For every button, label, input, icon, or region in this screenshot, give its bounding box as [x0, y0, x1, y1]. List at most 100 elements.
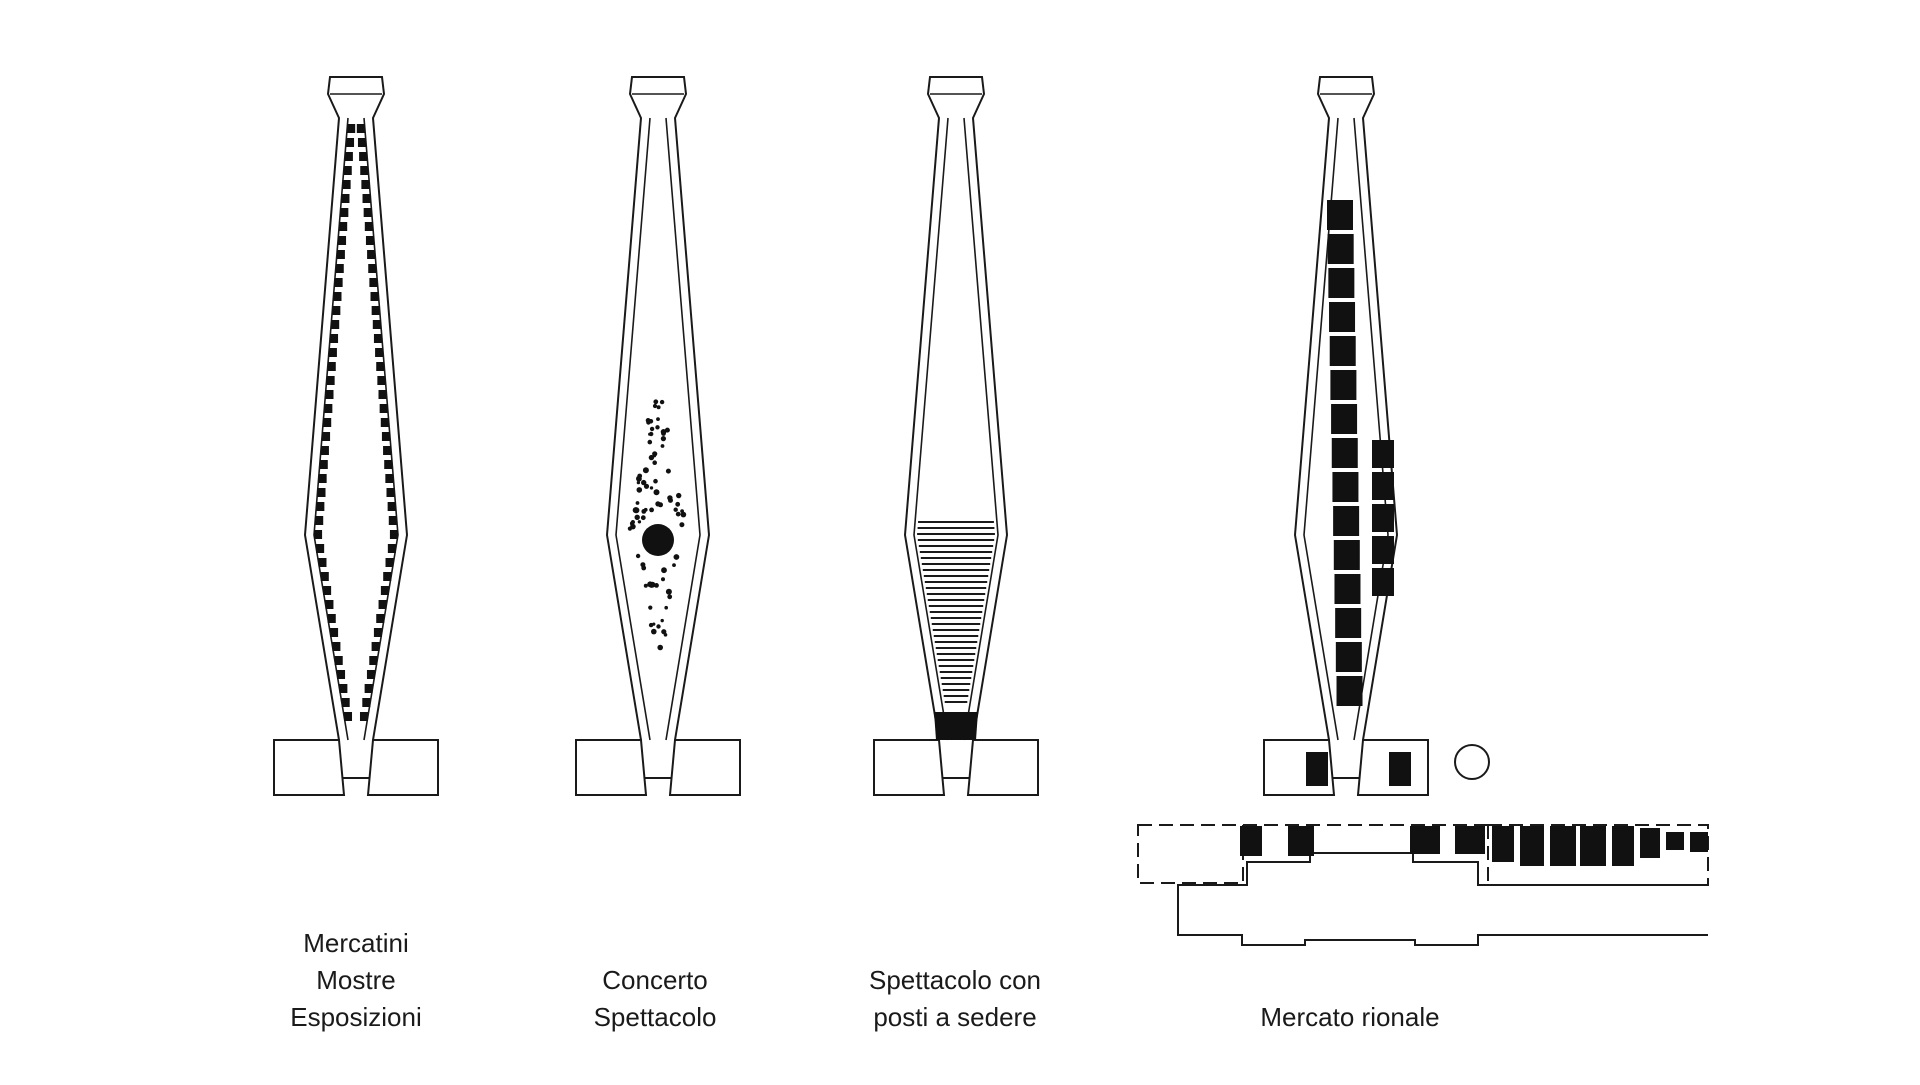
stall-mark — [318, 558, 327, 567]
stall-mark — [327, 614, 336, 623]
caption-line: Mercatini — [303, 928, 409, 958]
stall-mark — [330, 334, 339, 343]
stall-mark — [370, 292, 379, 301]
bottom-block-right — [668, 739, 741, 796]
stall-mark — [332, 306, 341, 315]
crowd-dot — [649, 426, 655, 432]
crowd-dot — [655, 501, 661, 507]
stall-mark — [383, 572, 392, 581]
stall-mark — [387, 544, 396, 553]
inner-wall-line — [313, 117, 349, 741]
crowd-dot — [648, 605, 653, 610]
stall-mark — [362, 698, 371, 707]
stall-mark — [318, 474, 327, 483]
crowd-dot — [656, 417, 660, 421]
market-stall — [1372, 504, 1394, 532]
street-stall — [1550, 826, 1576, 866]
inner-wall-line — [963, 117, 999, 741]
market-stall — [1327, 234, 1354, 264]
caption-line: Esposizioni — [290, 1002, 422, 1032]
crowd-dot — [656, 624, 661, 629]
stall-mark — [340, 208, 349, 217]
stall-mark — [377, 376, 386, 385]
stall-mark — [339, 222, 348, 231]
street-stall — [1455, 826, 1485, 854]
stall-mark — [369, 278, 378, 287]
crowd-dot — [676, 492, 682, 499]
stall-mark — [335, 264, 344, 273]
crowd-dot — [647, 439, 653, 445]
stall-mark — [378, 390, 387, 399]
stall-mark — [316, 544, 325, 553]
stall-mark — [361, 180, 370, 189]
crowd-dot — [641, 479, 647, 486]
stall-mark — [367, 250, 376, 259]
stall-mark — [323, 586, 332, 595]
stall-mark — [330, 628, 339, 637]
stall-mark — [334, 278, 343, 287]
crowd-dot — [630, 520, 636, 525]
market-stall — [1332, 472, 1359, 502]
stage-block — [934, 712, 978, 740]
stall-mark — [342, 180, 351, 189]
crowd-dot — [643, 507, 648, 512]
market-stall — [1331, 404, 1358, 434]
stall-mark — [334, 656, 343, 665]
market-stall — [1372, 536, 1394, 564]
stall-mark — [384, 460, 393, 469]
market-stall — [1330, 370, 1357, 400]
market-stall — [1328, 268, 1355, 298]
bottom-block-left — [575, 739, 648, 796]
caption-line: Spettacolo con — [868, 965, 1042, 995]
stall-mark — [324, 404, 333, 413]
crowd-dot — [635, 553, 641, 559]
street-stall — [1690, 832, 1708, 852]
crowd-dot — [648, 582, 655, 588]
stall-mark — [365, 236, 374, 245]
bottom-block-left — [273, 739, 346, 796]
crowd-dot — [634, 514, 640, 520]
stall-mark — [315, 516, 324, 525]
crowd-dot — [637, 520, 642, 524]
crowd-dot — [675, 501, 681, 507]
market-stall — [1372, 568, 1394, 596]
crowd-dot — [636, 475, 642, 482]
stall-mark — [359, 152, 368, 161]
plan-spettacolo-posti — [873, 76, 1039, 796]
stall-mark — [363, 208, 372, 217]
dashed-stall-area — [1487, 824, 1709, 886]
stall-mark — [362, 194, 371, 203]
crowd-dot — [659, 399, 665, 405]
market-stall — [1329, 302, 1356, 332]
crowd-dot — [673, 554, 680, 560]
crowd-dot — [636, 487, 643, 493]
stall-mark — [371, 642, 380, 651]
crowd-dot — [654, 583, 659, 588]
street-stall — [1288, 826, 1314, 856]
crowd-dot — [653, 478, 658, 484]
stall-mark — [387, 502, 396, 511]
street-stall — [1640, 828, 1660, 858]
crowd-dot — [656, 405, 661, 410]
stall-mark — [323, 418, 332, 427]
plan-mercatini — [273, 76, 439, 796]
market-stall — [1372, 440, 1394, 468]
crowd-dot — [648, 419, 654, 424]
stall-mark — [389, 530, 398, 539]
stall-mark — [376, 614, 385, 623]
stall-mark — [380, 418, 389, 427]
kiosk — [1389, 752, 1411, 786]
crowd-dot — [673, 507, 678, 512]
caption-line: posti a sedere — [873, 1002, 1037, 1032]
stall-mark — [375, 348, 384, 357]
crowd-dot — [660, 444, 665, 448]
caption-concerto: Concerto Spettacolo — [594, 962, 717, 1036]
crowd-dot — [648, 432, 652, 436]
stage-mark — [642, 524, 674, 556]
stall-mark — [368, 264, 377, 273]
crowd-dot — [652, 460, 657, 466]
stall-mark — [373, 628, 382, 637]
stall-mark — [322, 432, 331, 441]
crowd-dot — [672, 563, 676, 567]
caption-line: Mercato rionale — [1260, 1002, 1440, 1032]
